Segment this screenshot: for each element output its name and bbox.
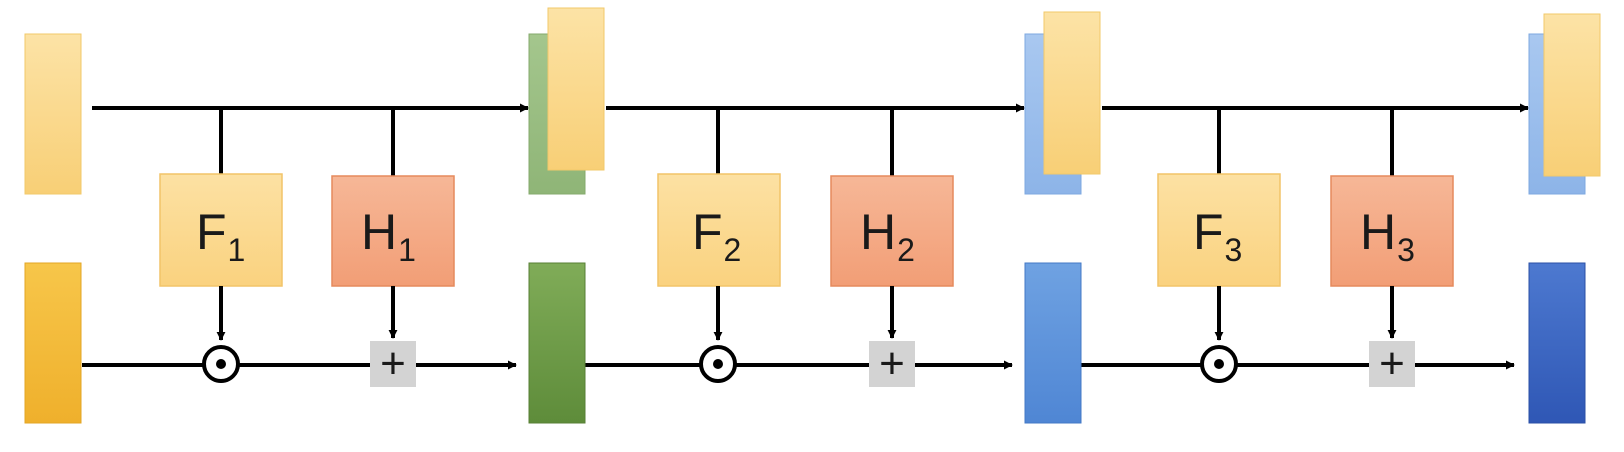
block-1-h-label: H1: [361, 204, 416, 268]
stage2-top-feature-stack: [1024, 11, 1101, 195]
block-3-h-box: [1330, 175, 1454, 287]
block-2-f-label: F2: [692, 204, 741, 268]
block-3-add-op: [1369, 341, 1415, 387]
input-bottom-feature: [24, 262, 82, 424]
block-2-add-symbol: +: [879, 339, 905, 388]
block-3: F3 H3 +: [1157, 108, 1454, 388]
stage1-concat-yellow: [547, 7, 605, 171]
block-3-f-box: [1157, 173, 1281, 287]
block-3-f-label: F3: [1193, 204, 1242, 268]
stage1-bottom-feature: [528, 262, 586, 424]
block-2-f-box: [657, 173, 781, 287]
stage2-concat-yellow: [1043, 11, 1101, 175]
block-1-add-op: [370, 341, 416, 387]
block-2-add-op: [869, 341, 915, 387]
stage3-top-feature-stack: [1528, 13, 1601, 195]
stage3-bottom-feature: [1528, 262, 1586, 424]
block-1: F1 H1 +: [159, 108, 455, 388]
block-1-multiply-dot: [216, 359, 226, 369]
block-1-add-symbol: +: [380, 339, 406, 388]
input-top-feature: [24, 33, 82, 195]
block-1-h-box: [331, 175, 455, 287]
block-2: F2 H2 +: [657, 108, 954, 388]
block-1-f-label: F1: [196, 204, 245, 268]
block-3-multiply-dot: [1214, 359, 1224, 369]
block-2-h-box: [830, 175, 954, 287]
block-3-add-symbol: +: [1379, 339, 1405, 388]
block-2-h-label: H2: [860, 204, 915, 268]
block-1-f-box: [159, 173, 283, 287]
stage3-concat-yellow: [1543, 13, 1601, 177]
block-3-h-label: H3: [1360, 204, 1415, 268]
block-2-multiply-dot: [713, 359, 723, 369]
stage2-bottom-feature: [1024, 262, 1082, 424]
stage1-top-feature-stack: [528, 7, 605, 195]
